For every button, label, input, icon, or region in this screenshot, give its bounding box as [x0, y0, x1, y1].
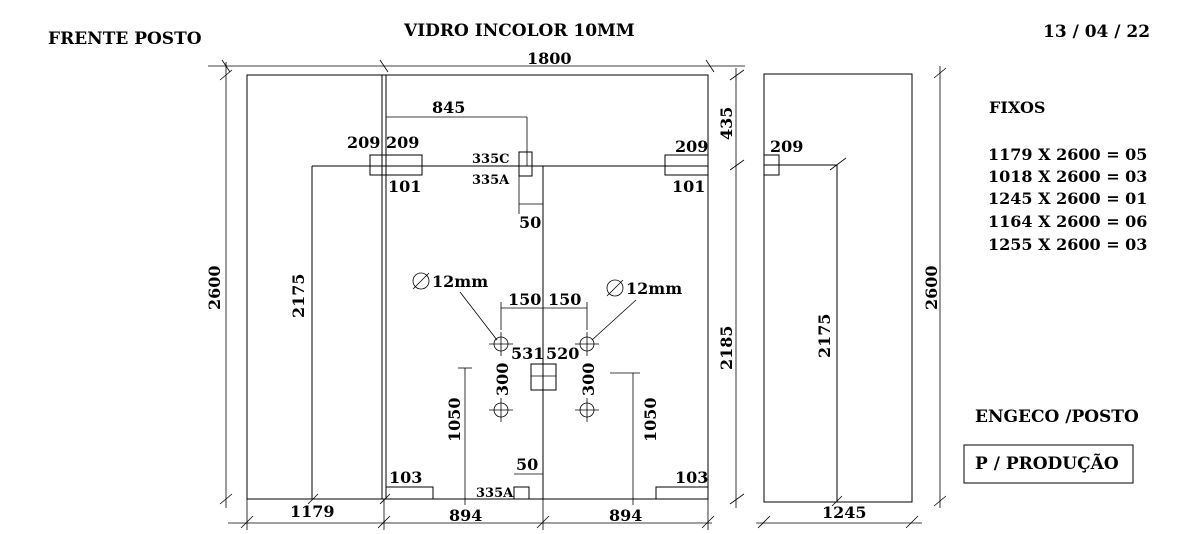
- dim-side-inner: 2175: [815, 313, 834, 358]
- top-hinge: [518, 151, 533, 177]
- label-335a-bottom: 335A: [476, 486, 514, 501]
- fixos-item: 1164 X 2600 = 06: [988, 212, 1147, 231]
- label-209-c: 209: [675, 137, 708, 156]
- left-title: FRENTE POSTO: [48, 29, 202, 49]
- label-103-right: 103: [675, 468, 708, 487]
- production-stamp: P / PRODUÇÃO: [975, 452, 1119, 474]
- hole-label-left: 12mm: [432, 272, 488, 291]
- label-150-left: 150: [508, 290, 541, 309]
- top-right-patch: [664, 154, 709, 176]
- label-300-left: 300: [493, 363, 512, 396]
- tick: [905, 515, 919, 529]
- label-1050-right: 1050: [641, 397, 660, 442]
- company-label: ENGECO /POSTO: [975, 407, 1139, 427]
- dim-height-right: 2600: [922, 265, 941, 310]
- hole-label-right: 12mm: [626, 279, 682, 298]
- leader-right: [591, 299, 637, 341]
- bottom-hinge: [513, 486, 530, 500]
- production-stamp-box: [963, 444, 1134, 484]
- fixos-item: 1255 X 2600 = 03: [988, 235, 1147, 254]
- label-520: 520: [546, 344, 579, 363]
- label-103-left: 103: [389, 468, 422, 487]
- side-glass-outline: [763, 73, 913, 503]
- label-101-a: 101: [388, 177, 421, 196]
- top-left-patch: [369, 154, 423, 176]
- tick: [379, 59, 389, 73]
- dim-height-left: 2600: [205, 265, 224, 310]
- bottom-right-patch: [655, 486, 709, 500]
- label-335c: 335C: [472, 152, 509, 167]
- tick: [933, 495, 947, 507]
- diameter-slash-right: [606, 279, 624, 297]
- label-209-d: 209: [770, 137, 803, 156]
- label-50-bottom: 50: [516, 455, 538, 474]
- fixos-item: 1018 X 2600 = 03: [988, 167, 1147, 186]
- dim-door-offset: 845: [432, 98, 465, 117]
- tick: [219, 69, 233, 81]
- label-209-a: 209: [347, 133, 380, 152]
- label-335a-top: 335A: [472, 173, 510, 188]
- label-1179: 1179: [290, 502, 335, 521]
- tick: [933, 67, 947, 79]
- diameter-symbol-left: [412, 272, 430, 290]
- label-150-right: 150: [548, 290, 581, 309]
- fixos-title: FIXOS: [989, 98, 1045, 117]
- tick: [729, 69, 745, 81]
- dim-total-width: 1800: [527, 49, 572, 68]
- dim-right-lower: 2185: [717, 325, 736, 370]
- label-894-right: 894: [609, 506, 642, 525]
- tick: [307, 493, 319, 505]
- tick: [219, 493, 233, 505]
- date-label: 13 / 04 / 22: [1043, 22, 1150, 42]
- fixos-item: 1179 X 2600 = 05: [988, 145, 1147, 164]
- dim-left-inner: 2175: [289, 273, 308, 318]
- bottom-left-patch: [385, 486, 434, 500]
- label-1245: 1245: [822, 503, 867, 522]
- center-title: VIDRO INCOLOR 10MM: [403, 21, 635, 41]
- tick: [831, 495, 843, 507]
- label-300-right: 300: [579, 363, 598, 396]
- label-531: 531: [511, 344, 544, 363]
- label-101-b: 101: [672, 177, 705, 196]
- front-glass-outline: [246, 74, 709, 500]
- tick: [829, 157, 847, 171]
- leader-left: [459, 291, 498, 341]
- diameter-slash-left: [412, 272, 430, 290]
- label-894-left: 894: [449, 506, 482, 525]
- label-50-top: 50: [519, 213, 541, 232]
- dim-top-band: 435: [717, 107, 736, 140]
- fixos-item: 1245 X 2600 = 01: [988, 189, 1147, 208]
- tick: [729, 159, 745, 171]
- tick: [705, 59, 715, 73]
- lock-block: [530, 363, 557, 391]
- tick: [757, 515, 771, 529]
- label-209-b: 209: [386, 133, 419, 152]
- tick: [729, 493, 745, 505]
- tick: [379, 493, 391, 505]
- diameter-symbol-right: [606, 279, 624, 297]
- side-top-patch: [763, 154, 780, 176]
- label-1050-left: 1050: [445, 397, 464, 442]
